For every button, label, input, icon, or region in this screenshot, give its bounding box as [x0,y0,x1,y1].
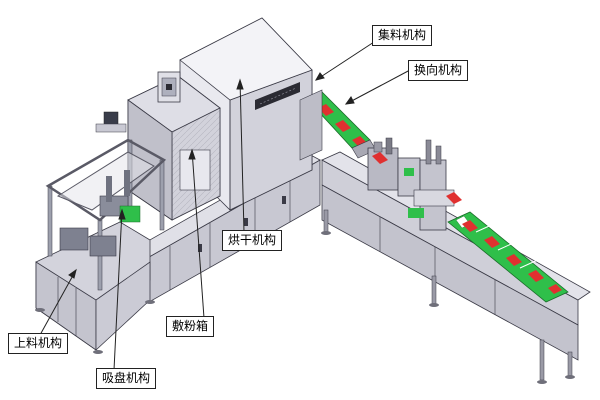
label-powder-box: 敷粉箱 [166,316,215,337]
leader-lines [39,41,411,371]
label-suction-tray: 吸盘机构 [96,368,157,389]
label-collector: 集料机构 [372,25,433,46]
label-dryer: 烘干机构 [222,230,283,251]
conveyor-line [321,151,591,384]
tower-station [408,139,462,231]
loading-frame [35,111,167,354]
turning-station [367,137,421,197]
label-loader: 上料机构 [8,333,69,354]
green-conveyor-lower [447,211,569,303]
label-turner: 换向机构 [408,60,469,81]
